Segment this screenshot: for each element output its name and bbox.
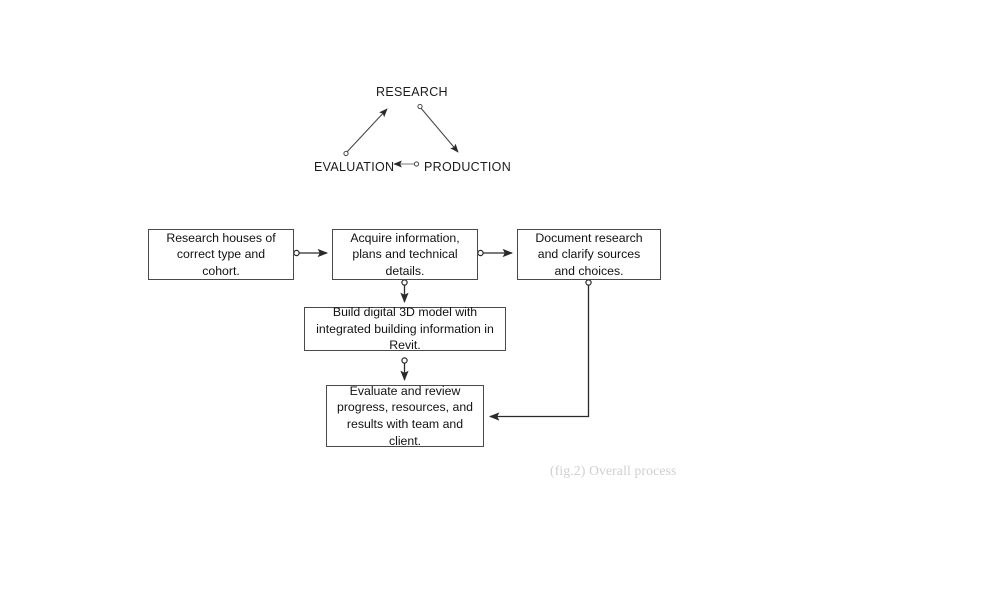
flow-connector-acquire-to-build	[400, 279, 409, 304]
flow-box-build-model[interactable]: Build digital 3D model with integrated b…	[304, 305, 506, 353]
cycle-edge-production-evaluation	[393, 160, 420, 168]
cycle-label-evaluation: EVALUATION	[314, 160, 395, 174]
cycle-label-production: PRODUCTION	[424, 160, 512, 174]
cycle-edge-research-production	[417, 103, 459, 153]
flow-box-acquire-info[interactable]: Acquire information, plans and technical…	[332, 229, 478, 280]
figure-caption: (fig.2) Overall process	[550, 463, 677, 478]
flow-box-acquire-info-label: Acquire information, plans and technical…	[350, 230, 460, 278]
cycle-edge-evaluation-research	[343, 108, 388, 157]
flow-connector-acquire-to-document	[477, 248, 514, 258]
flow-box-research-houses-label: Research houses of correct type and coho…	[166, 230, 276, 278]
flow-box-document-research-label: Document research and clarify sources an…	[535, 230, 643, 278]
flow-box-document-research[interactable]: Document research and clarify sources an…	[517, 229, 661, 280]
cycle-label-research: RESEARCH	[376, 85, 448, 99]
flow-box-evaluate-review[interactable]: Evaluate and review progress, resources,…	[326, 383, 484, 448]
flow-box-build-model-label: Build digital 3D model with integrated b…	[316, 305, 494, 353]
flow-connector-build-to-evaluate	[400, 357, 409, 382]
flow-box-evaluate-review-label: Evaluate and review progress, resources,…	[336, 383, 474, 448]
flow-connector-research-to-acquire	[293, 248, 329, 258]
flow-box-research-houses[interactable]: Research houses of correct type and coho…	[148, 229, 294, 280]
